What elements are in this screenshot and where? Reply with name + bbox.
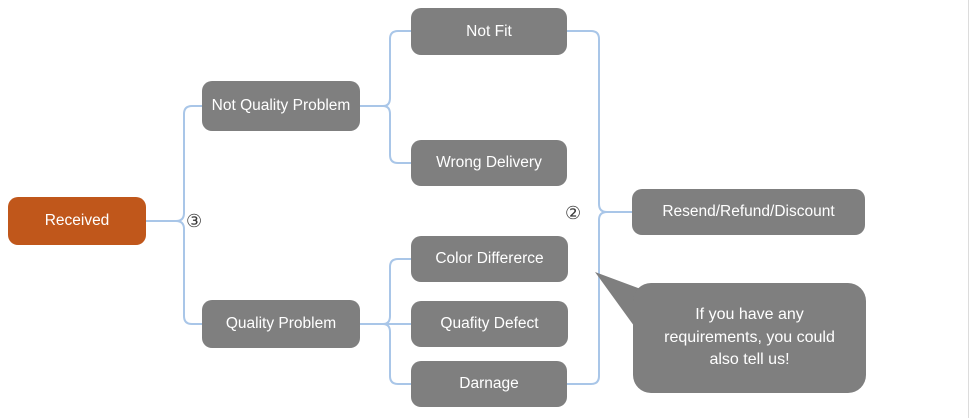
callout-bubble: If you have any requirements, you could … (633, 283, 866, 393)
node-quality-defect: Quafity Defect (411, 301, 568, 347)
callout-text: If you have any requirements, you could … (664, 306, 835, 369)
connector-quality-to-damage (382, 323, 412, 385)
node-not-fit: Not Fit (411, 8, 567, 55)
node-damage-label: Darnage (459, 375, 519, 393)
node-quality-defect-label: Quafity Defect (440, 315, 539, 333)
connector-received-to-not-quality (175, 105, 203, 222)
node-resolution: Resend/Refund/Discount (632, 189, 865, 235)
node-resolution-label: Resend/Refund/Discount (662, 203, 835, 221)
connector-brace-bottom-to-damage (566, 211, 608, 385)
node-not-fit-label: Not Fit (466, 22, 512, 40)
node-color-difference: Color Differerce (411, 236, 568, 282)
node-quality-problem-label: Quality Problem (225, 315, 337, 333)
connector-not-quality-to-not-fit (382, 30, 412, 107)
connector-not-quality-to-wrong-delivery (382, 105, 412, 164)
node-quality-problem: Quality Problem (202, 300, 360, 348)
connector-received-to-quality (175, 220, 203, 325)
circled-number-3: ③ (186, 211, 203, 231)
circled-number-2: ② (565, 203, 582, 223)
node-received: Received (8, 197, 146, 245)
node-wrong-delivery-label: Wrong Delivery (436, 154, 542, 172)
node-not-quality-problem-label: Not Quality Problem (211, 97, 351, 115)
node-color-difference-label: Color Differerce (435, 250, 544, 268)
node-wrong-delivery: Wrong Delivery (411, 140, 567, 186)
page-edge-divider (968, 0, 969, 418)
connector-brace-top-to-not-fit (566, 30, 608, 213)
node-damage: Darnage (411, 361, 567, 407)
node-received-label: Received (44, 212, 110, 230)
connector-quality-to-color-difference (382, 258, 412, 325)
node-not-quality-problem: Not Quality Problem (202, 81, 360, 131)
